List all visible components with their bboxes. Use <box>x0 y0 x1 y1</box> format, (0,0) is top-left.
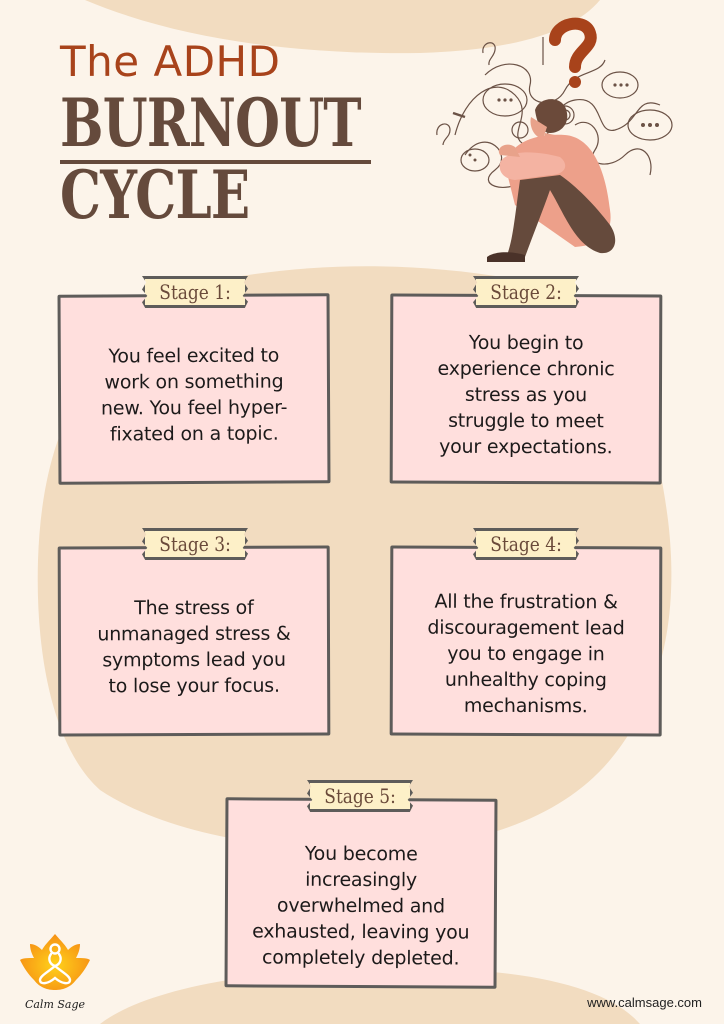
stage-3-card: The stress of unmanaged stress & symptom… <box>57 545 331 737</box>
stage-4-text: All the frustration & discouragement lea… <box>427 590 625 718</box>
website-url[interactable]: www.calmsage.com <box>587 995 702 1010</box>
stage-4-card: All the frustration & discouragement lea… <box>389 545 663 737</box>
dots <box>468 83 659 162</box>
title-block: The ADHD BURNOUT CYCLE <box>60 36 446 228</box>
stage-2-card: You begin to experience chronic stress a… <box>389 293 663 485</box>
stage-4-label: Stage 4: <box>473 528 579 560</box>
title-underline <box>60 160 371 164</box>
question-mark-icon <box>549 17 597 73</box>
calm-sage-logo: Calm Sage <box>18 932 92 1011</box>
stage-1-card: You feel excited to work on something ne… <box>57 293 331 485</box>
stage-1-text: You feel excited to work on something ne… <box>100 344 288 446</box>
stressed-person-illustration <box>436 17 673 262</box>
title-the-adhd: The ADHD <box>60 37 281 86</box>
stage-5-label: Stage 5: <box>307 780 413 812</box>
brand-name: Calm Sage <box>24 998 86 1011</box>
stage-1-label: Stage 1: <box>142 276 248 308</box>
stage-3-label: Stage 3: <box>142 528 248 560</box>
top-blob <box>85 0 600 54</box>
title-burnout: BURNOUT <box>60 84 362 162</box>
person-icon <box>487 99 616 262</box>
stage-2-label: Stage 2: <box>473 276 579 308</box>
title-cycle: CYCLE <box>60 156 250 234</box>
stage-3-text: The stress of unmanaged stress & symptom… <box>97 596 291 698</box>
stage-5-card: You become increasingly overwhelmed and … <box>224 797 498 989</box>
stage-2-text: You begin to experience chronic stress a… <box>437 331 615 459</box>
stage-5-text: You become increasingly overwhelmed and … <box>252 842 470 970</box>
lotus-meditation-icon <box>20 934 90 990</box>
